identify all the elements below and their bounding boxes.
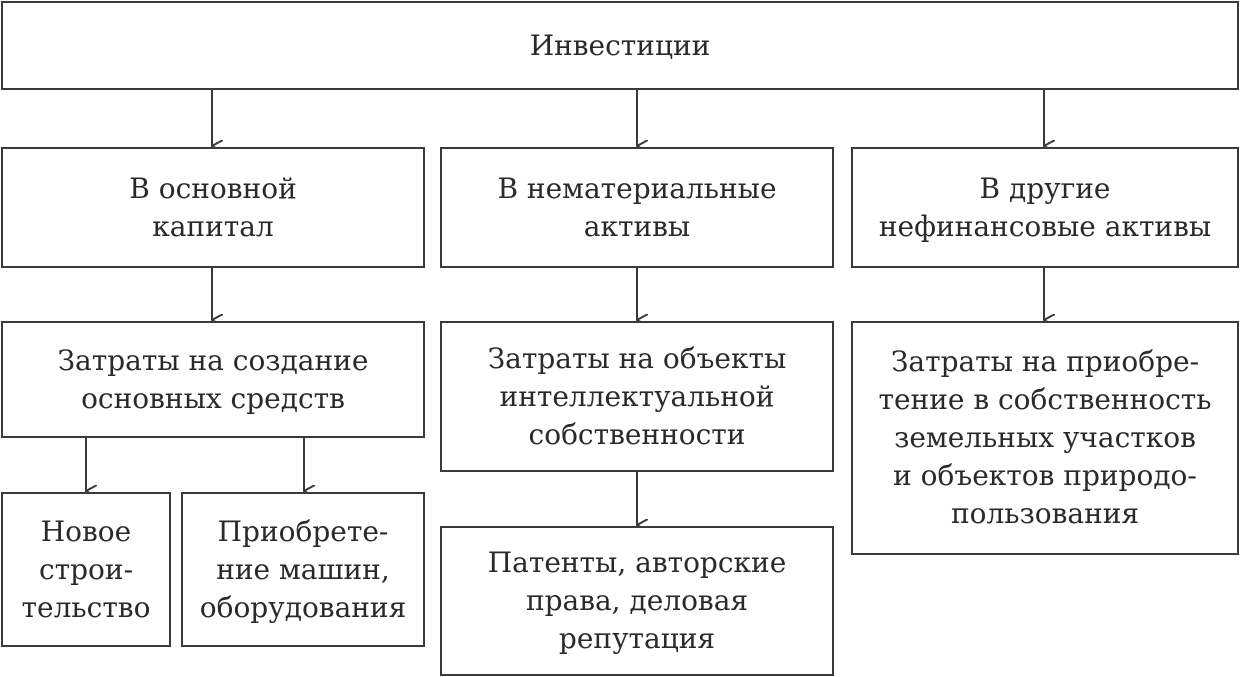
level3-new-construction: Новое строи- тельство <box>1 492 171 647</box>
level3-patents-copyrights-goodwill: Патенты, авторские права, деловая репута… <box>440 526 834 676</box>
level2-fixed-assets-costs: Затраты на создание основных средств <box>1 321 425 438</box>
level2-land-acquisition-costs: Затраты на приобре- тение в собственност… <box>851 321 1239 555</box>
level2-intellectual-property-costs: Затраты на объекты интеллектуальной собс… <box>440 321 834 472</box>
level1-intangible-assets: В нематериальные активы <box>440 147 834 268</box>
level3-machinery-acquisition: Приобрете- ние машин, оборудования <box>181 492 425 647</box>
root-investments: Инвестиции <box>1 1 1239 90</box>
level1-other-nonfinancial-assets: В другие нефинансовые активы <box>851 147 1239 268</box>
level1-fixed-capital: В основной капитал <box>1 147 425 268</box>
